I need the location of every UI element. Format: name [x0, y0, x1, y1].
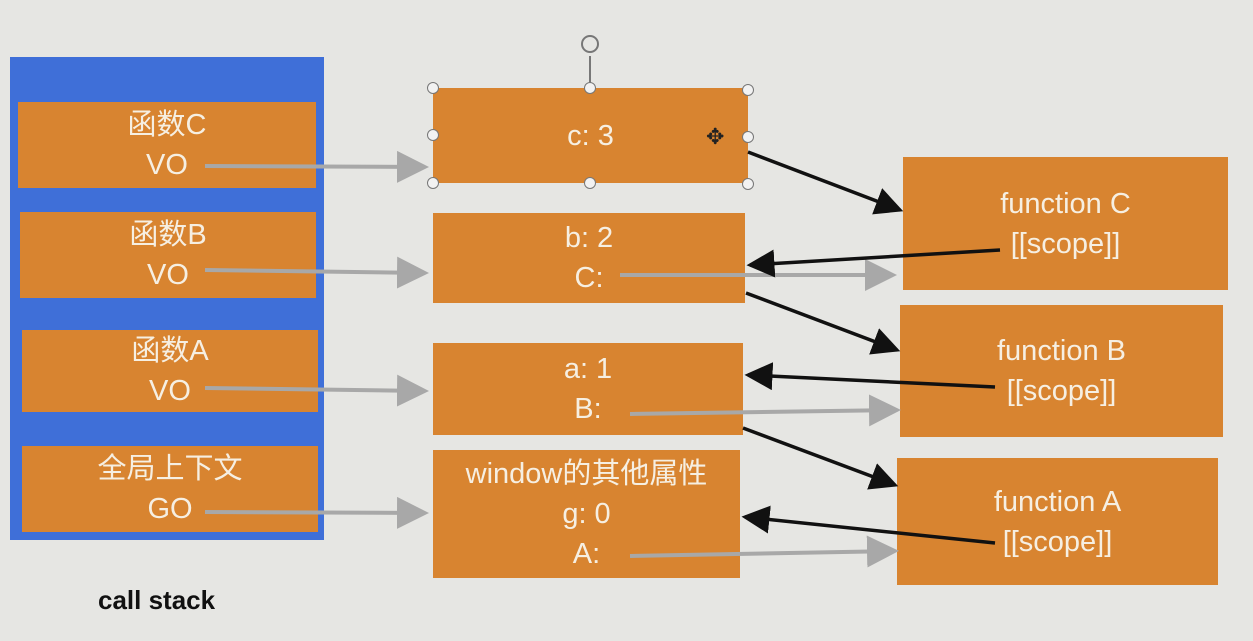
resize-handle[interactable]	[742, 178, 754, 190]
arrow-go	[204, 496, 429, 529]
vo-line: C:	[574, 262, 604, 294]
arrow-b-to-function-b	[629, 394, 901, 427]
vo-line: b: 2	[564, 222, 614, 254]
frame-title: 全局上下文	[97, 453, 243, 485]
arrow-scope-b	[744, 362, 996, 391]
frame-ref: VO	[149, 375, 191, 407]
frame-title: 函数A	[131, 335, 209, 367]
function-name: function A	[993, 485, 1122, 518]
vo-line: B:	[574, 393, 602, 425]
function-name: function C	[1000, 187, 1131, 220]
arrow-vo-c	[204, 150, 429, 183]
stack-frame-c[interactable]: 函数C VO	[18, 102, 316, 188]
function-name: function B	[997, 335, 1126, 367]
arrow-vo-a-to-function-a	[742, 426, 899, 490]
arrow-scope-a	[741, 505, 996, 545]
function-scope: [[scope]]	[1010, 227, 1121, 260]
vo-line: a: 1	[563, 353, 613, 385]
function-c[interactable]: function C [[scope]]	[903, 157, 1228, 290]
function-scope: [[scope]]	[1002, 525, 1113, 558]
resize-handle[interactable]	[427, 82, 439, 94]
move-cursor-icon: ✥	[706, 124, 725, 149]
resize-handle[interactable]	[427, 177, 439, 189]
arrow-scope-c	[746, 248, 1001, 278]
frame-ref: VO	[146, 149, 188, 181]
stack-frame-a[interactable]: 函数A VO	[22, 330, 318, 412]
arrow-a-to-function-a	[629, 535, 899, 568]
go-line: window的其他属性	[465, 458, 708, 490]
resize-handle[interactable]	[742, 131, 754, 143]
call-stack-label: call stack	[98, 585, 216, 615]
stack-frame-global[interactable]: 全局上下文 GO	[22, 446, 318, 532]
go-line: g: 0	[562, 498, 611, 530]
resize-handle[interactable]	[584, 82, 596, 94]
frame-title: 函数C	[127, 109, 207, 141]
vo-line: c: 3	[567, 119, 614, 152]
vo-a[interactable]: a: 1 B:	[433, 343, 743, 435]
function-a[interactable]: function A [[scope]]	[897, 458, 1218, 585]
function-b[interactable]: function B [[scope]]	[900, 305, 1223, 437]
frame-ref: GO	[147, 493, 193, 525]
frame-title: 函数B	[129, 219, 207, 251]
arrow-vo-b	[204, 256, 429, 289]
go-line: A:	[572, 538, 601, 570]
arrow-vo-b-to-function-b	[745, 291, 901, 355]
frame-ref: VO	[147, 259, 189, 291]
vo-c[interactable]: c: 3	[433, 88, 748, 183]
stack-frame-b[interactable]: 函数B VO	[20, 212, 316, 298]
rotate-handle-icon	[581, 35, 599, 88]
resize-handle[interactable]	[427, 129, 439, 141]
resize-handle[interactable]	[584, 177, 596, 189]
arrow-vo-c-to-function-c	[747, 150, 904, 215]
arrow-vo-a	[204, 374, 429, 407]
vo-b[interactable]: b: 2 C:	[433, 213, 745, 303]
resize-handle[interactable]	[742, 84, 754, 96]
function-scope: [[scope]]	[1006, 375, 1117, 407]
